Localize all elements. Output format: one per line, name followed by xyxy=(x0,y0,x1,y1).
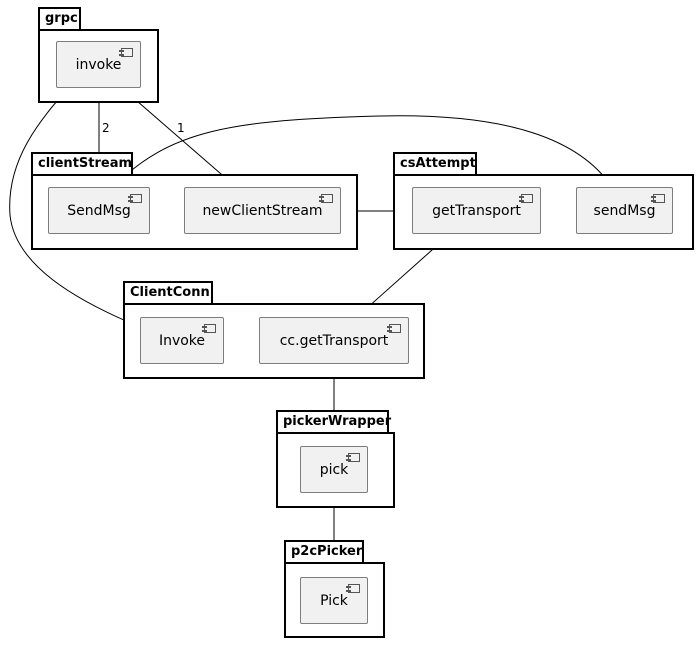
package-tab: ClientConn xyxy=(123,281,213,305)
component-pick[interactable]: pick xyxy=(300,446,368,493)
package-label: p2cPicker xyxy=(291,544,363,559)
component-label: cc.getTransport xyxy=(279,332,389,349)
package-label: clientStream xyxy=(38,156,133,171)
package-label: grpc xyxy=(45,11,78,26)
component-label: getTransport xyxy=(432,202,521,219)
package-label: pickerWrapper xyxy=(283,414,392,429)
component-newClientStream[interactable]: newClientStream xyxy=(184,187,341,234)
edge-label-1: 1 xyxy=(177,121,185,135)
component-label: sendMsg xyxy=(593,202,656,219)
package-tab: csAttempt xyxy=(393,152,477,176)
package-tab: pickerWrapper xyxy=(276,410,392,434)
component-getTransport[interactable]: getTransport xyxy=(412,187,541,234)
component-label: pick xyxy=(319,461,349,478)
component-icon xyxy=(319,194,333,203)
component-icon xyxy=(128,194,142,203)
component-SendMsg[interactable]: SendMsg xyxy=(48,187,150,234)
component-icon xyxy=(387,324,401,333)
component-sendMsg[interactable]: sendMsg xyxy=(576,187,673,234)
component-cc-getTransport[interactable]: cc.getTransport xyxy=(259,317,409,364)
package-label: ClientConn xyxy=(130,285,210,300)
edge-invoke-to-newClientStream xyxy=(121,87,237,188)
edge-label-2: 2 xyxy=(102,121,110,135)
component-icon xyxy=(346,584,360,593)
package-tab: grpc xyxy=(38,7,81,31)
package-tab: p2cPicker xyxy=(284,540,364,564)
component-label: newClientStream xyxy=(202,202,323,219)
component-icon xyxy=(202,324,216,333)
component-icon xyxy=(346,453,360,462)
component-label: Pick xyxy=(320,592,348,609)
component-icon xyxy=(519,194,533,203)
component-icon xyxy=(119,48,133,57)
edge-Invoke-to-invoke xyxy=(9,85,141,328)
package-label: csAttempt xyxy=(400,156,476,171)
component-label: Invoke xyxy=(158,332,206,349)
component-Invoke[interactable]: Invoke xyxy=(140,317,224,364)
component-invoke[interactable]: invoke xyxy=(56,41,141,88)
component-Pick[interactable]: Pick xyxy=(300,577,368,624)
package-body xyxy=(276,432,395,508)
component-label: invoke xyxy=(75,56,122,73)
component-icon xyxy=(651,194,665,203)
component-label: SendMsg xyxy=(67,202,131,219)
package-tab: clientStream xyxy=(31,152,133,176)
edge-SendMsg-to-sendMsg xyxy=(112,115,613,188)
